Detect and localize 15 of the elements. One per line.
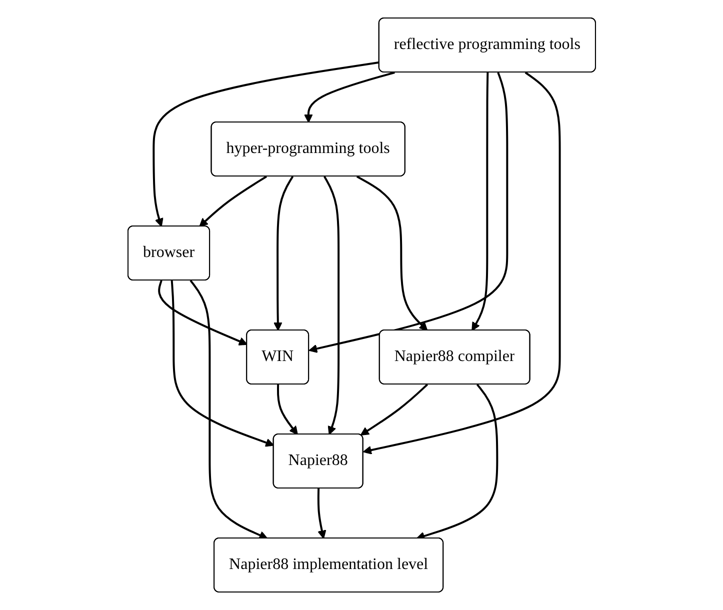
arrow	[356, 176, 428, 331]
arrow	[317, 488, 326, 539]
arrow	[198, 176, 267, 227]
arrow	[304, 72, 395, 123]
arrow	[158, 280, 248, 346]
arrow	[273, 176, 294, 331]
arrow	[323, 176, 340, 435]
arrow	[276, 384, 298, 435]
arrow	[471, 72, 488, 331]
arrow	[170, 280, 274, 447]
arrow	[362, 72, 561, 454]
arrow	[308, 72, 508, 353]
arrow	[189, 280, 268, 540]
arrow	[152, 61, 380, 227]
arrow	[360, 384, 428, 436]
